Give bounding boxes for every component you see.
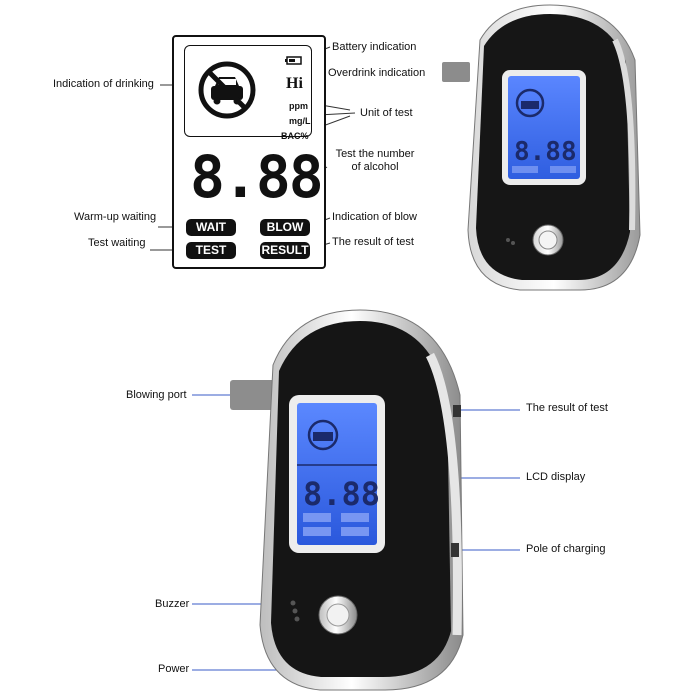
no-drinking-icon [198,61,256,119]
wait-indicator: WAIT [186,219,236,236]
lcd-schematic: Hi ppm mg/L BAC% 8.88 WAIT BLOW TEST RES… [172,35,326,269]
label-battery: Battery indication [332,41,417,53]
breathalyzer-device-small: 8.88 [442,4,641,291]
blow-indicator: BLOW [260,219,310,236]
result-indicator: RESULT [260,242,310,259]
label-charging: Pole of charging [526,543,606,555]
test-indicator: TEST [186,242,236,259]
hi-indicator: Hi [286,75,303,92]
symbol-box: Hi ppm mg/L BAC% [184,45,312,141]
label-overdrink: Overdrink indication [328,67,426,79]
label-warmup: Warm-up waiting [74,211,157,223]
unit-mgl: mg/L [289,116,311,126]
buzzer-hole [290,600,296,606]
blowing-port [230,380,275,410]
label-blowing-port: Blowing port [126,389,187,401]
lcd-screen-large [297,403,377,545]
label-unit: Unit of test [360,107,413,119]
label-test-waiting: Test waiting [88,237,146,249]
unit-ppm: ppm [289,101,308,111]
label-number: Test the number of alcohol [325,148,425,174]
lcd-digits-large: 8.88 [303,475,380,513]
label-buzzer: Buzzer [155,598,190,610]
label-lcd-display: LCD display [526,471,586,483]
label-number-line2: of alcohol [351,161,399,173]
label-blow: Indication of blow [332,211,417,223]
breathalyzer-device-large: 8.88 [230,309,464,691]
charging-port [451,543,459,557]
label-drinking: Indication of drinking [53,78,154,90]
unit-bac: BAC% [281,131,309,141]
alcohol-digits: 8.88 [190,143,324,211]
label-result: The result of test [332,236,414,248]
result-led [453,405,461,417]
battery-icon [285,56,302,65]
label-result-bottom: The result of test [526,402,608,414]
label-power: Power [158,663,190,675]
mouthpiece [442,62,470,82]
label-number-line1: Test the number [335,148,415,160]
lcd-digits-small: 8.88 [514,137,577,167]
